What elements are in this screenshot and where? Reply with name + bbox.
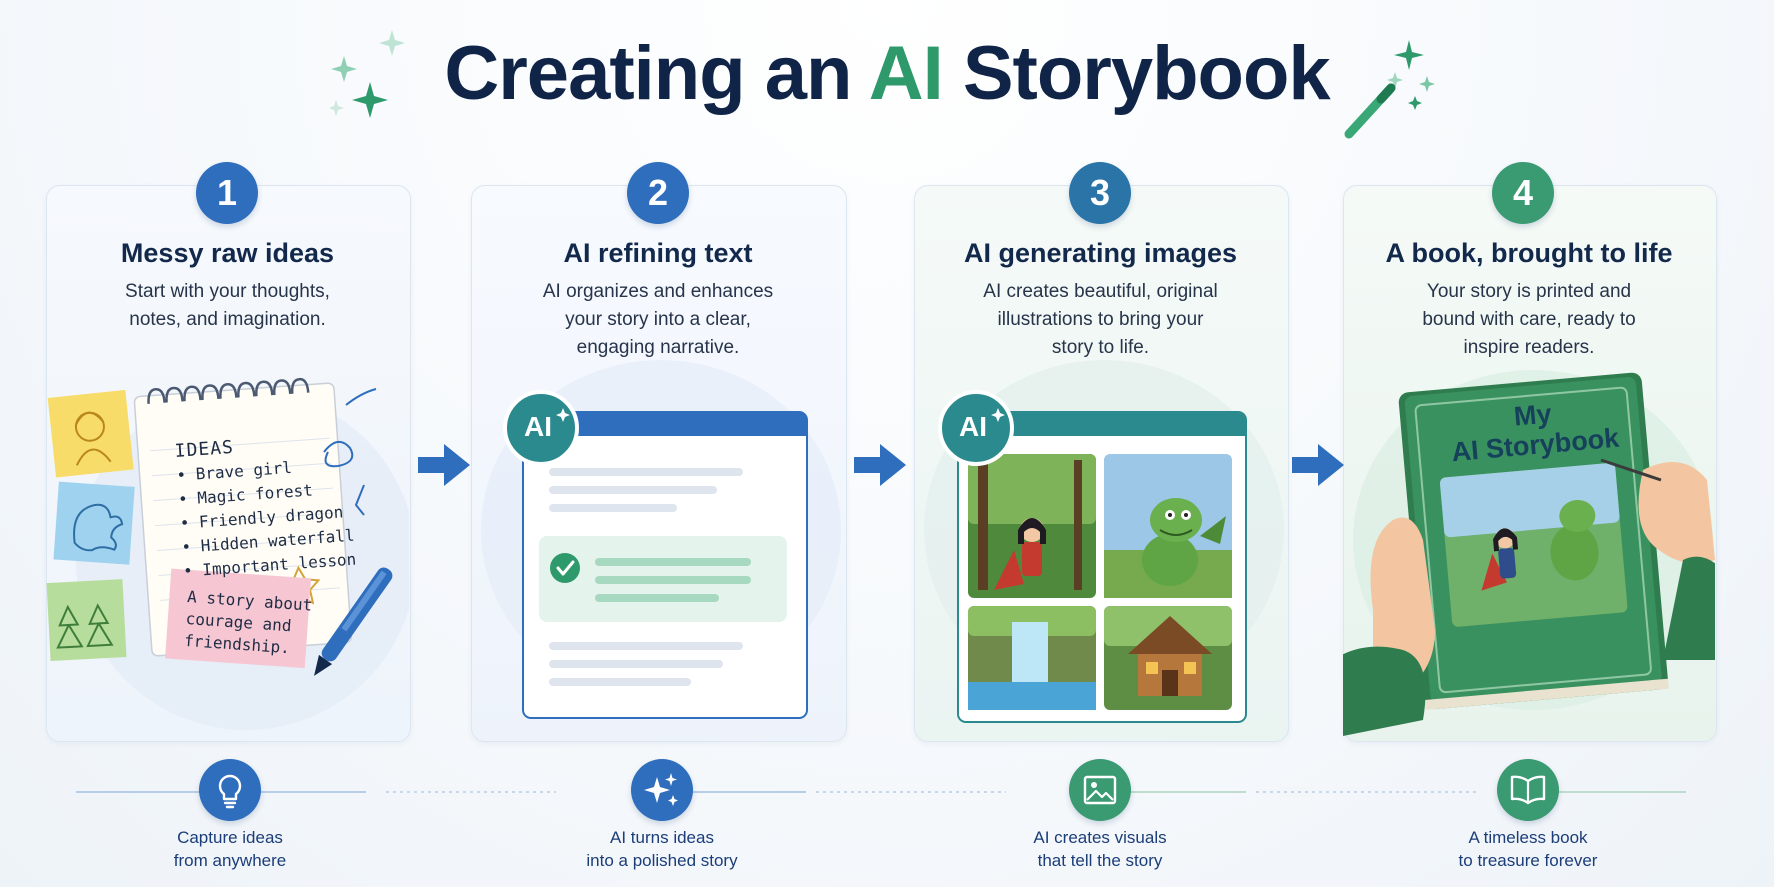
caption-line: Capture ideas: [177, 828, 283, 847]
title-before: Creating an: [444, 31, 869, 116]
sticky-note-text: A story about courage and friendship.: [183, 586, 313, 661]
image-gallery-illustration: AI: [914, 360, 1287, 740]
messy-notes-illustration: IDEAS • Brave girl • Magic forest • Frie…: [46, 360, 409, 740]
caption-line: A timeless book: [1468, 828, 1588, 847]
step-2-title: AI refining text: [563, 238, 753, 268]
step-3-badge: 3: [1069, 162, 1131, 224]
title-highlight: AI: [868, 31, 944, 116]
cottage-image: [1104, 606, 1232, 710]
step-4-badge: 4: [1492, 162, 1554, 224]
timeline-caption-4: A timeless book to treasure forever: [1418, 826, 1638, 872]
caption-line: AI creates visuals: [1033, 828, 1167, 847]
step-1-title: Messy raw ideas: [120, 238, 335, 268]
notes-background: [46, 377, 409, 730]
timeline-caption-3: AI creates visuals that tell the story: [990, 826, 1210, 872]
sparkles-left-icon: [330, 30, 405, 118]
step-4-description: Your story is printed and bound with car…: [1343, 278, 1715, 362]
step-4-title: A book, brought to life: [1385, 238, 1673, 268]
desc-line: story to life.: [1051, 337, 1150, 358]
open-book-icon: [1497, 759, 1559, 821]
step-3-description: AI creates beautiful, original illustrat…: [914, 278, 1287, 362]
caption-line: that tell the story: [1037, 851, 1163, 870]
arrow-right-icon: [418, 444, 470, 486]
lightbulb-icon: [199, 759, 261, 821]
book-with-hands: [1343, 370, 1715, 736]
arrow-right-icon: [1292, 444, 1344, 486]
image-icon: [1069, 759, 1131, 821]
document-window: [481, 360, 841, 719]
ai-badge-label: AI: [959, 411, 987, 442]
step-1-badge: 1: [196, 162, 258, 224]
step-1-description: Start with your thoughts, notes, and ima…: [46, 278, 409, 334]
title-after: Storybook: [942, 31, 1331, 116]
step-3-title: AI generating images: [963, 238, 1238, 268]
dragon-image: [1104, 454, 1232, 598]
desc-line: your story into a clear,: [565, 309, 751, 330]
desc-line: Your story is printed and: [1426, 281, 1632, 302]
desc-line: engaging narrative.: [576, 337, 740, 358]
caption-line: AI turns ideas: [610, 828, 714, 847]
caption-line: into a polished story: [586, 851, 738, 870]
timeline-caption-1: Capture ideas from anywhere: [130, 826, 330, 872]
desc-line: notes, and imagination.: [129, 309, 326, 330]
desc-line: illustrations to bring your: [997, 309, 1204, 330]
ai-badge-label: AI: [524, 411, 552, 442]
arrow-right-icon: [854, 444, 906, 486]
desc-line: AI creates beautiful, original: [983, 281, 1218, 302]
page-title: Creating an AI Storybook: [0, 30, 1774, 117]
caption-line: from anywhere: [173, 851, 287, 870]
text-document-illustration: AI: [471, 360, 845, 740]
magic-wand-icon: [1344, 40, 1435, 139]
forest-girl-image: [968, 454, 1096, 598]
caption-line: to treasure forever: [1458, 851, 1598, 870]
ideas-list: IDEAS • Brave girl • Magic forest • Frie…: [174, 428, 357, 584]
step-2-badge: 2: [627, 162, 689, 224]
finished-book-illustration: My AI Storybook: [1343, 360, 1715, 740]
title-text: Creating an AI Storybook: [444, 30, 1331, 117]
timeline-line: [76, 791, 1686, 793]
timeline-caption-2: AI turns ideas into a polished story: [552, 826, 772, 872]
gallery-window: [924, 360, 1284, 723]
sparkles-icon: [631, 759, 693, 821]
step-2-description: AI organizes and enhances your story int…: [471, 278, 845, 362]
desc-line: inspire readers.: [1463, 337, 1595, 358]
desc-line: bound with care, ready to: [1422, 309, 1636, 330]
waterfall-image: [968, 606, 1096, 710]
desc-line: AI organizes and enhances: [542, 281, 774, 302]
desc-line: Start with your thoughts,: [125, 281, 330, 302]
